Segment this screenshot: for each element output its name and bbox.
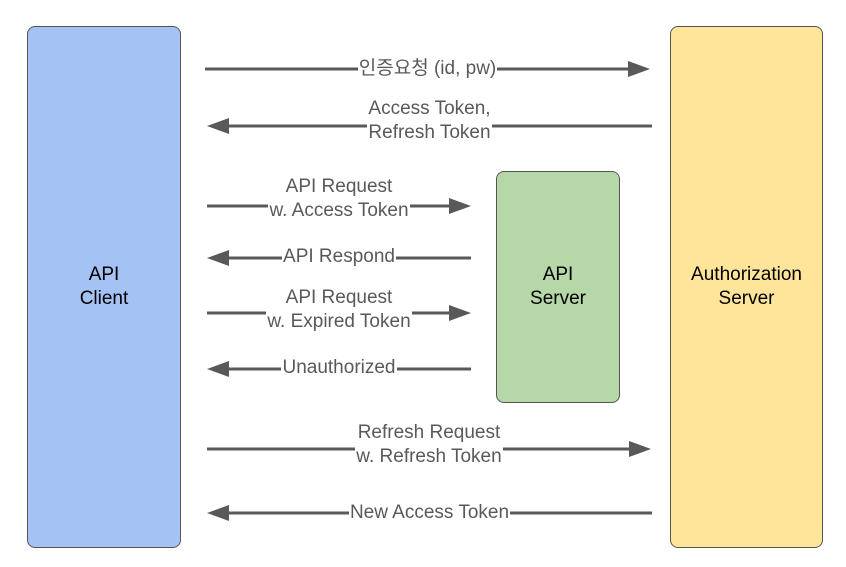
message-label-line1: Unauthorized xyxy=(281,357,397,378)
authorization-server-label-line1: Authorization xyxy=(691,264,802,285)
message-arrowhead xyxy=(449,305,471,321)
message-label-line1: Refresh Request xyxy=(356,422,502,443)
api-server-label-line1: API xyxy=(542,264,574,285)
message-label: New Access Token xyxy=(207,501,652,525)
message-arrowhead xyxy=(207,250,229,266)
message-arrowhead xyxy=(449,198,471,214)
message-label-line1: New Access Token xyxy=(348,502,511,523)
message-label-line2: w. Expired Token xyxy=(266,311,412,332)
api-client-label-line1: API xyxy=(88,264,120,285)
authorization-server-label-line2: Server xyxy=(718,288,775,309)
api-client-label-line2: Client xyxy=(79,288,129,309)
api-server-label-line2: Server xyxy=(530,288,586,309)
message-label: API Request w. Access Token xyxy=(207,175,471,223)
message-label-line2: w. Access Token xyxy=(268,200,410,221)
message-arrowhead xyxy=(207,361,229,377)
authorization-server-box: Authorization Server xyxy=(670,26,823,548)
message-label: Refresh Request w. Refresh Token xyxy=(207,421,651,469)
message-label: API Respond xyxy=(207,245,471,269)
message-label-line1: API Respond xyxy=(282,246,396,267)
api-server-box: API Server xyxy=(496,171,620,403)
message-label: Unauthorized xyxy=(207,356,471,380)
message-label: 인증요청 (id, pw) xyxy=(205,57,650,81)
message-arrowhead xyxy=(207,118,229,134)
message-label-line1: 인증요청 (id, pw) xyxy=(357,58,498,79)
message-label: API Request w. Expired Token xyxy=(207,286,471,334)
message-label-line2: Refresh Token xyxy=(367,122,492,143)
message-label: Access Token, Refresh Token xyxy=(207,97,652,145)
message-arrowhead xyxy=(207,505,229,521)
message-arrowhead xyxy=(629,441,651,457)
api-client-box: API Client xyxy=(27,26,181,548)
message-label-line1: API Request xyxy=(284,287,394,308)
message-arrowhead xyxy=(628,61,650,77)
message-label-line2: w. Refresh Token xyxy=(355,446,503,467)
message-label-line1: Access Token, xyxy=(367,98,492,119)
message-label-line1: API Request xyxy=(284,176,394,197)
